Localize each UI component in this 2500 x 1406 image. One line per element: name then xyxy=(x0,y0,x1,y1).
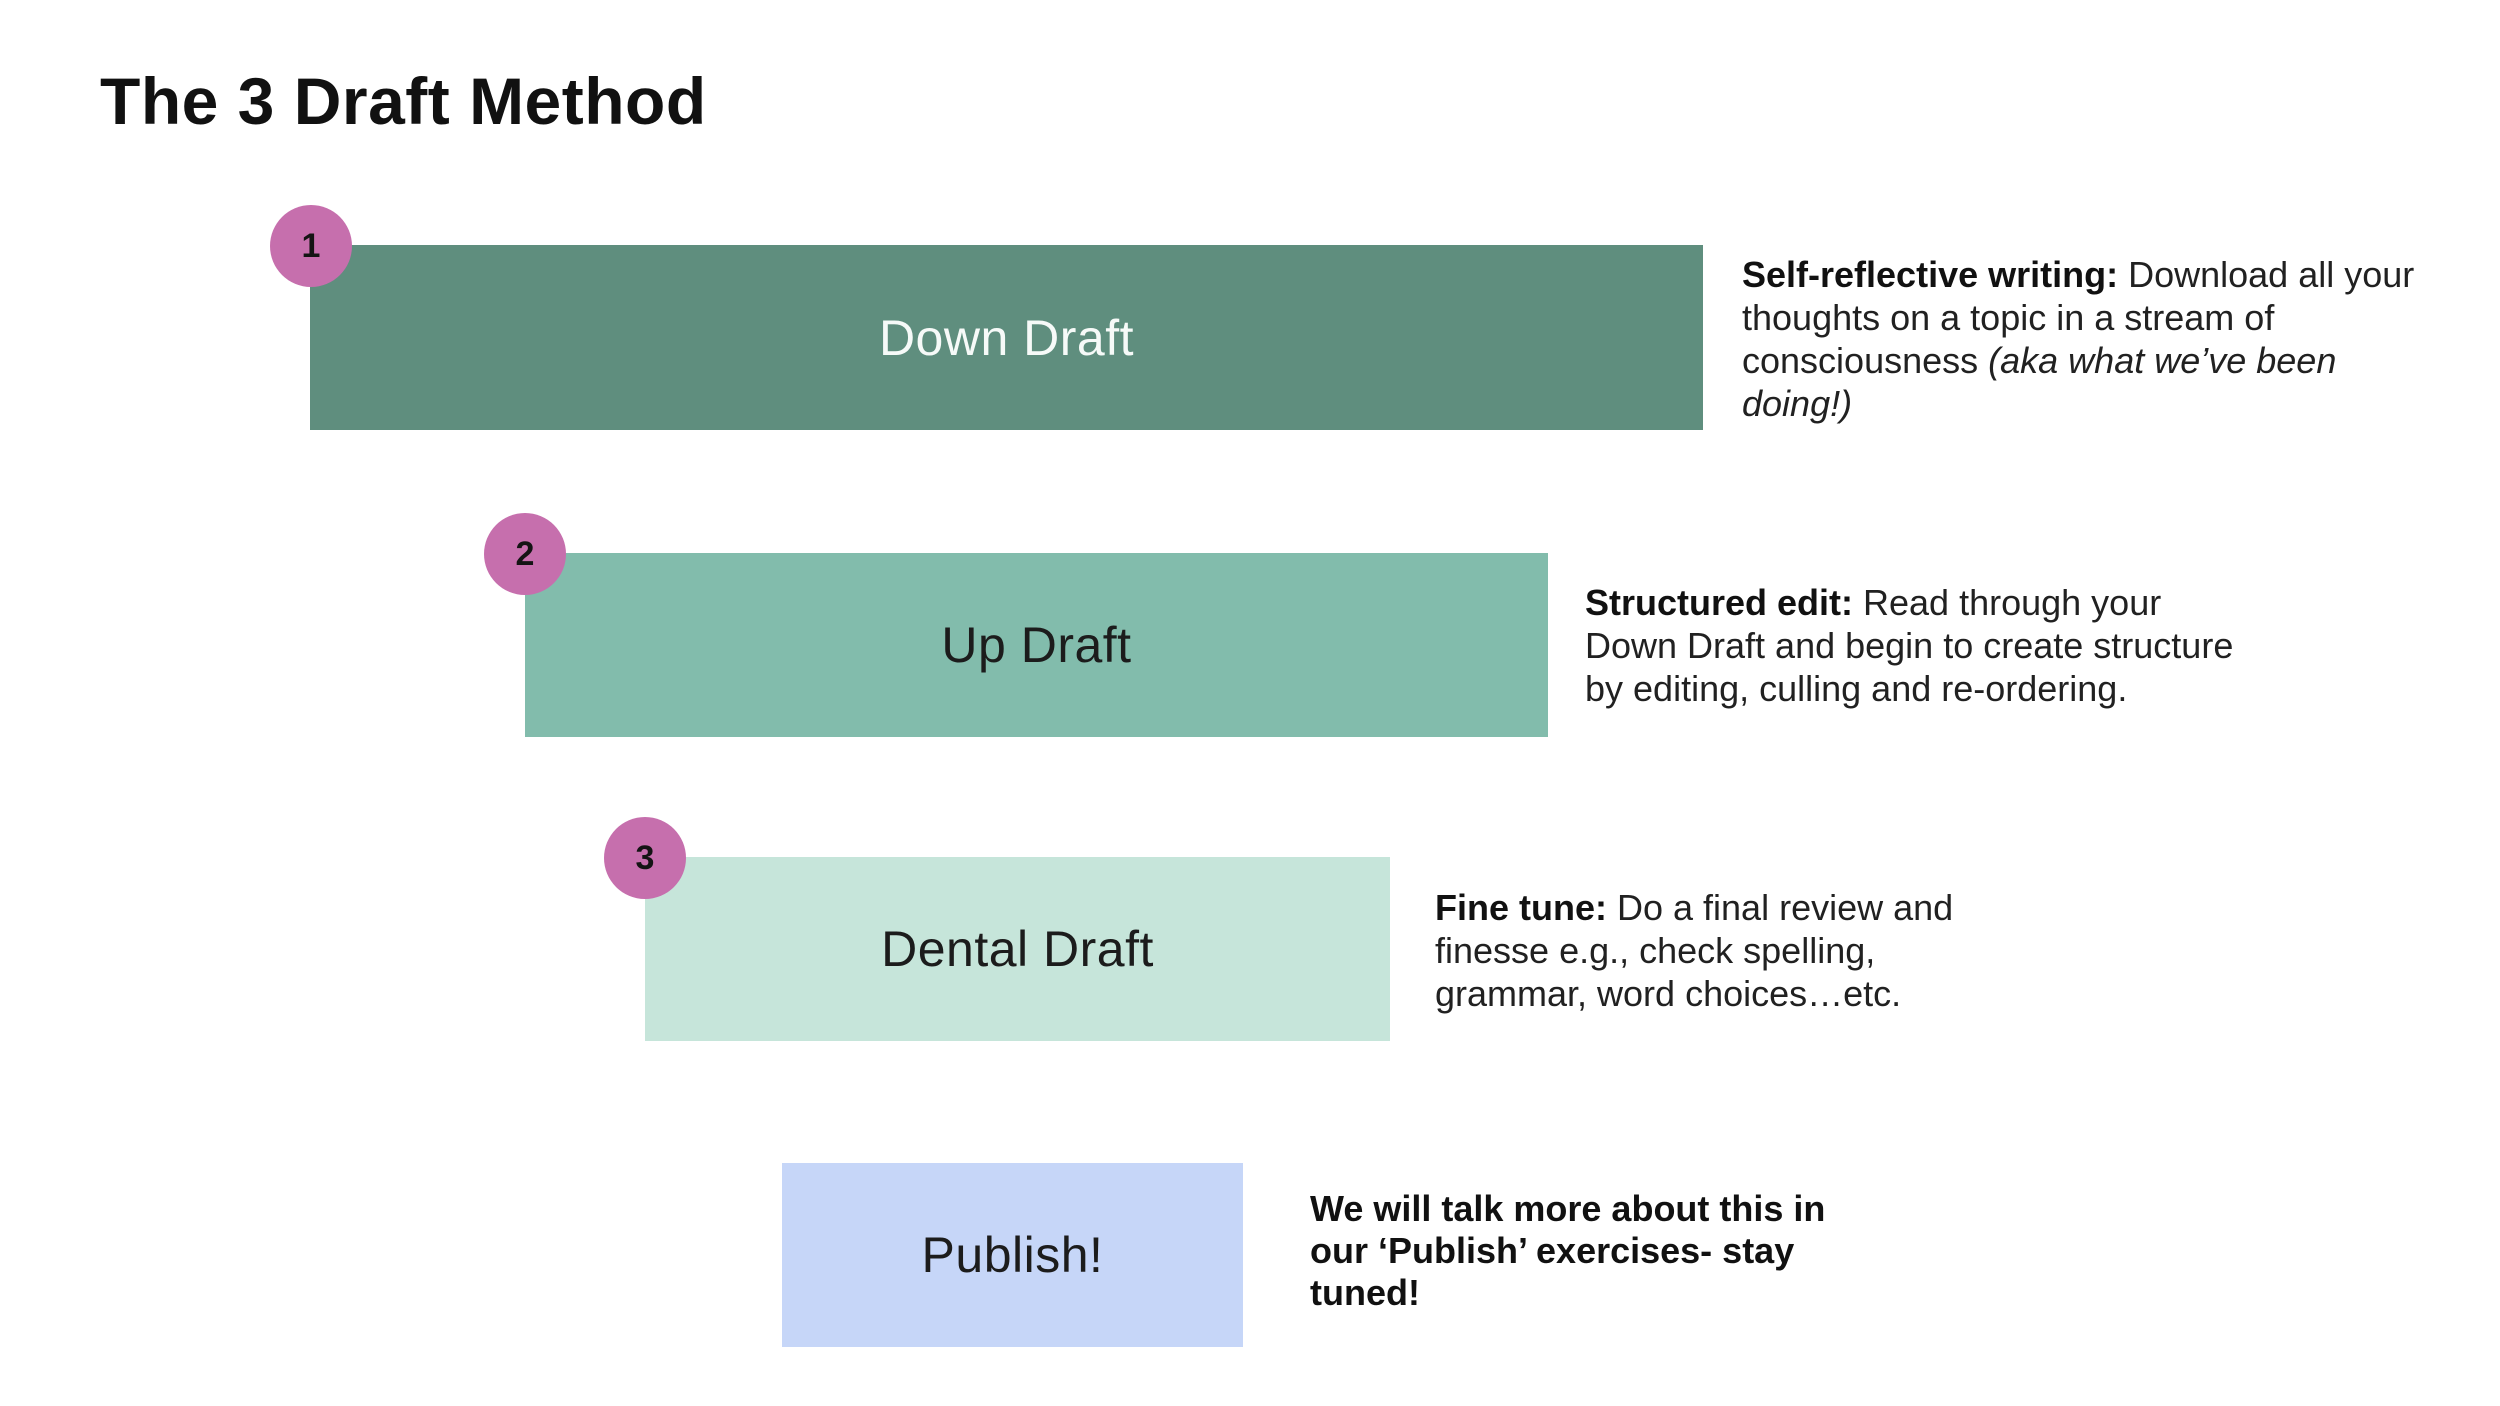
step-1-desc-aside: (aka what we’ve been doing!) xyxy=(1742,340,2337,424)
step-1-bar-label: Down Draft xyxy=(878,309,1135,366)
step-1-number: 1 xyxy=(301,226,321,265)
page-title: The 3 Draft Method xyxy=(100,64,707,138)
step-1-desc-body: Download all your thoughts on a topic in… xyxy=(1742,254,2415,381)
step-3-bar-label: Dental Draft xyxy=(881,921,1154,977)
step-1-desc-heading: Self-reflective writing: xyxy=(1742,254,2119,295)
step-3-desc-body: Do a final review and finesse e.g., chec… xyxy=(1435,887,1954,1014)
publish-bar-label: Publish! xyxy=(921,1227,1104,1283)
step-3-number: 3 xyxy=(635,838,655,877)
publish-description: We will talk more about this in our ‘Pub… xyxy=(1310,1188,1826,1313)
step-2-desc-heading: Structured edit: xyxy=(1585,582,1854,623)
step-1-description: Self-reflective writing: Download all yo… xyxy=(1742,253,2482,425)
step-2-bar-label: Up Draft xyxy=(941,617,1132,673)
step-2-number: 2 xyxy=(515,534,535,573)
step-3-bar: Dental Draft xyxy=(645,857,1390,1041)
step-2-desc-body: Read through your Down Draft and begin t… xyxy=(1585,582,2234,709)
step-3-desc-heading: Fine tune: xyxy=(1435,887,1607,928)
step-2-description: Structured edit: Read through your Down … xyxy=(1585,581,2345,710)
publish-bar: Publish! xyxy=(782,1163,1243,1347)
step-2-number-badge: 2 xyxy=(484,513,566,595)
step-1-bar: Down Draft xyxy=(310,245,1703,430)
step-3-number-badge: 3 xyxy=(604,817,686,899)
step-2-bar: Up Draft xyxy=(525,553,1548,737)
step-1-number-badge: 1 xyxy=(270,205,352,287)
step-3-description: Fine tune: Do a final review and finesse… xyxy=(1435,886,2075,1015)
